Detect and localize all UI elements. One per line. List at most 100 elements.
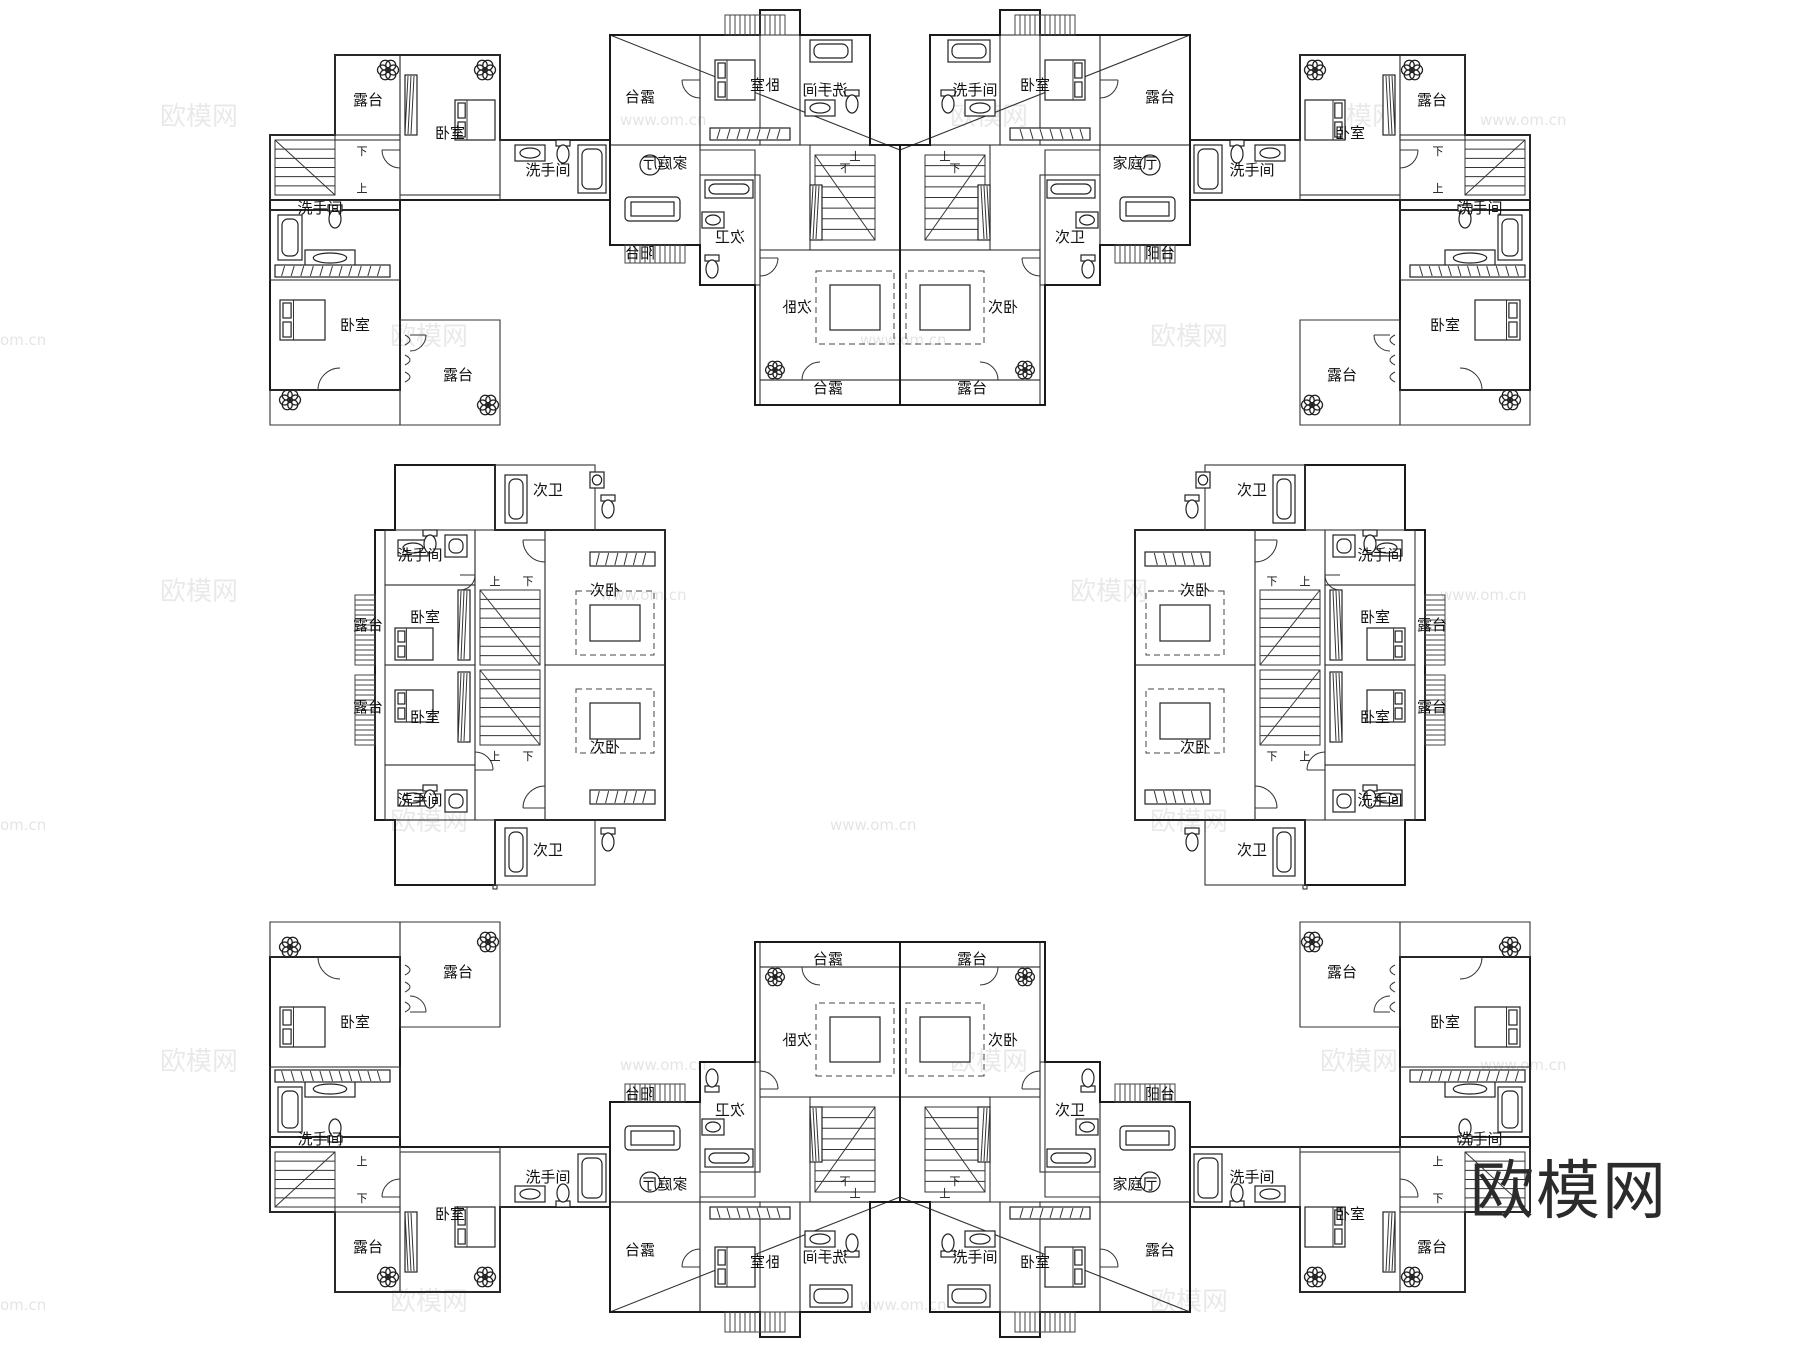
room-label: 露台 [1417, 91, 1447, 109]
stair-direction-label: 上 [490, 750, 501, 763]
room-label: 洗手间 [802, 1248, 847, 1266]
wardrobe-hanger [460, 672, 465, 742]
bathtub-inner [813, 43, 849, 59]
bed-pillow [717, 1268, 726, 1285]
door-swing [1373, 334, 1391, 352]
wardrobe-hanger [1467, 265, 1471, 277]
wardrobe-hanger [716, 1207, 721, 1219]
wardrobe-hanger [367, 265, 372, 277]
room-label: 次卫 [715, 228, 745, 246]
watermark-url: www.om.cn [620, 1056, 707, 1074]
wardrobe-hanger [338, 265, 343, 277]
wardrobe-hanger [376, 265, 381, 277]
wardrobe-hanger [726, 128, 731, 140]
sink-basin [1259, 1188, 1281, 1200]
bathtub-inner [581, 148, 603, 190]
room-label: 卧室 [1020, 1253, 1050, 1271]
bathtub-inner [1501, 218, 1519, 257]
toilet-bowl [1185, 499, 1199, 519]
room-label: 次卧 [988, 1031, 1018, 1049]
bed-pillow [1394, 692, 1403, 705]
sink-basin [705, 1121, 721, 1133]
door-swing [801, 966, 821, 986]
bed-pillow [1074, 81, 1083, 98]
wardrobe-hanger [642, 790, 647, 804]
wardrobe-icon [1009, 127, 1091, 141]
toilet-bowl [1363, 534, 1377, 554]
watermark-url: www.om.cn [860, 331, 947, 349]
bed-icon [279, 1006, 326, 1048]
tree-core [1506, 396, 1514, 404]
balcony-railing [1424, 674, 1446, 746]
bed-pillow [717, 81, 726, 98]
wardrobe-hanger [1514, 1070, 1519, 1082]
bathtub-inner [1501, 1090, 1519, 1129]
toilet-icon [1184, 827, 1200, 852]
wardrobe-hanger [766, 128, 771, 140]
door-swing [1306, 751, 1326, 771]
sofa-seat [1125, 1130, 1170, 1146]
wardrobe-hanger [1029, 128, 1034, 140]
room-label: 露台 [1327, 963, 1357, 981]
wardrobe-hanger [457, 590, 462, 660]
tree-core [1408, 1273, 1416, 1281]
wardrobe-hanger [983, 1107, 988, 1162]
wardrobe-hanger [1447, 1070, 1452, 1082]
wardrobe-frame [709, 1206, 791, 1220]
tree-icon [1014, 967, 1036, 987]
stair-break-line [1464, 139, 1526, 196]
wardrobe-hanger [1190, 790, 1195, 804]
wardrobe-icon [404, 74, 418, 136]
bed-pillow [397, 630, 406, 643]
room-label: 卧室 [340, 316, 370, 334]
bed-icon [394, 627, 434, 661]
bed-pillow [397, 645, 406, 658]
sink-icon [701, 1118, 725, 1136]
wardrobe-hanger [404, 1212, 409, 1272]
wardrobe-icon [1144, 551, 1211, 567]
wardrobe-frame [274, 1069, 391, 1083]
bed-icon [279, 299, 326, 341]
stair-direction-label: 上 [940, 150, 951, 163]
door-swing [681, 1248, 701, 1268]
wardrobe-hanger [776, 1207, 781, 1219]
stair-direction-label: 上 [490, 575, 501, 588]
room-label: 洗手间 [1357, 791, 1402, 809]
wardrobe-hanger [1505, 1070, 1510, 1082]
bed-icon [1474, 299, 1521, 341]
wardrobe-hanger [986, 1107, 991, 1162]
room-label: 阳台 [625, 1085, 655, 1103]
wardrobe-hanger [329, 1070, 333, 1082]
door-swing [1021, 257, 1041, 277]
bathtub-inner [951, 1288, 987, 1304]
toilet-icon [1229, 1183, 1245, 1208]
door-swing [1399, 1178, 1419, 1198]
stair-break-line [479, 669, 541, 746]
sink-basin [402, 792, 424, 804]
wardrobe-hanger [595, 552, 600, 566]
terrace-strip [1399, 389, 1531, 426]
sink-basin [312, 1083, 348, 1095]
tree-icon [476, 931, 500, 953]
door-swing [979, 966, 999, 986]
duplex-half: 上下露台卧室洗手间家庭厅阳台次卫次卧露台 [609, 9, 901, 406]
outer-wall [899, 941, 1191, 1338]
room-label: 家庭厅 [1112, 1175, 1157, 1193]
tree-core [384, 1273, 392, 1281]
door-swing [1399, 149, 1419, 169]
wardrobe-frame [709, 127, 791, 141]
wardrobe-hanger [614, 790, 619, 804]
watermark-url: om.cn [0, 331, 46, 349]
tree-icon [1300, 394, 1324, 416]
bathtub-inner [448, 793, 464, 809]
wall-stub [1302, 884, 1308, 890]
duplex-half: 上下露台卧室洗手间家庭厅阳台次卫次卧露台 [609, 941, 901, 1338]
toilet-bowl [845, 1233, 859, 1253]
staircase-icon [1464, 1151, 1526, 1208]
wardrobe-hanger [1181, 790, 1186, 804]
sink-icon [514, 144, 546, 162]
terrace-strip [269, 389, 401, 426]
sink-basin [1079, 1121, 1095, 1133]
